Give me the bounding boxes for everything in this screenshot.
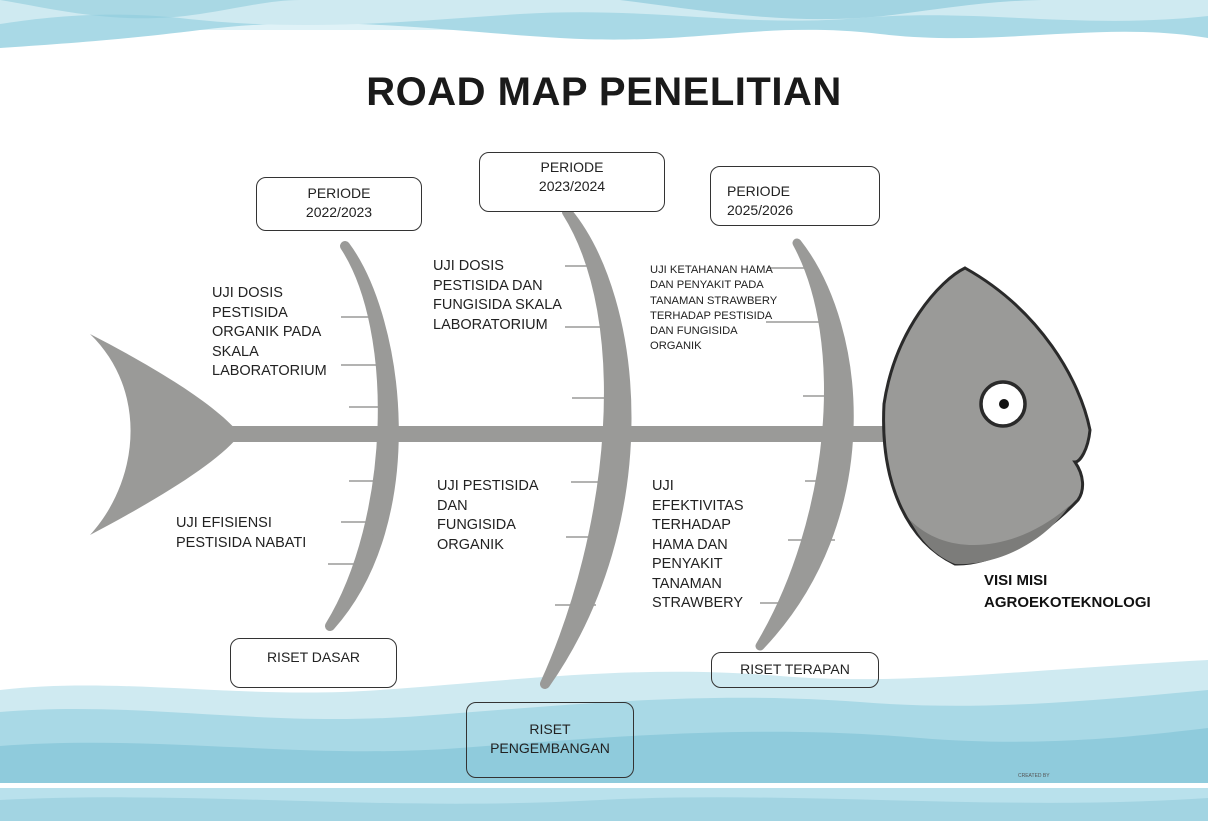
bottom-wave-decoration [0,660,1208,821]
lower-label-3: UJI EFEKTIVITAS TERHADAP HAMA DAN PENYAK… [652,478,744,611]
fish-rib-1 [325,241,399,631]
top-wave-decoration [0,0,1208,48]
lower-label-2: UJI PESTISIDA DAN FUNGISIDA ORGANIK [437,478,539,553]
period-box-2023-2024: PERIODE 2023/2024 [479,152,665,212]
period-box-2025-2026: PERIODE 2025/2026 [710,166,880,226]
research-label: RISET PENGEMBANGAN [490,721,610,756]
upper-label-3: UJI KETAHANAN HAMA DAN PENYAKIT PADA TAN… [650,264,778,353]
upper-label-2: UJI DOSIS PESTISIDA DAN FUNGISIDA SKALA … [433,258,562,333]
period-label: PERIODE 2023/2024 [538,159,606,194]
fish-spine [230,426,890,442]
period-label: PERIODE 2022/2023 [305,185,373,220]
research-box-riset-dasar: RISET DASAR [230,638,397,688]
upper-label-1: UJI DOSIS PESTISIDA ORGANIK PADA SKALA L… [212,285,327,379]
fish-jaw-shadow [910,505,1070,565]
page-title: ROAD MAP PENELITIAN [366,70,842,114]
research-box-riset-terapan: RISET TERAPAN [711,652,879,688]
fish-rib-2 [540,207,632,689]
research-label: RISET DASAR [266,649,361,665]
credit-text: CREATED BY [1018,773,1050,779]
period-box-2022-2023: PERIODE 2022/2023 [256,177,422,231]
period-label: PERIODE 2025/2026 [727,183,794,218]
lower-label-1: UJI EFISIENSI PESTISIDA NABATI [176,515,307,551]
fish-tail [90,334,238,535]
fish-rib-3 [755,238,854,651]
research-label: RISET TERAPAN [740,661,850,677]
research-box-riset-pengembangan: RISET PENGEMBANGAN [466,702,634,778]
fish-eye-icon [979,380,1027,428]
visi-misi-label: VISI MISI AGROEKOTEKNOLOGI [984,572,1151,611]
label-connector-lines [328,265,846,606]
